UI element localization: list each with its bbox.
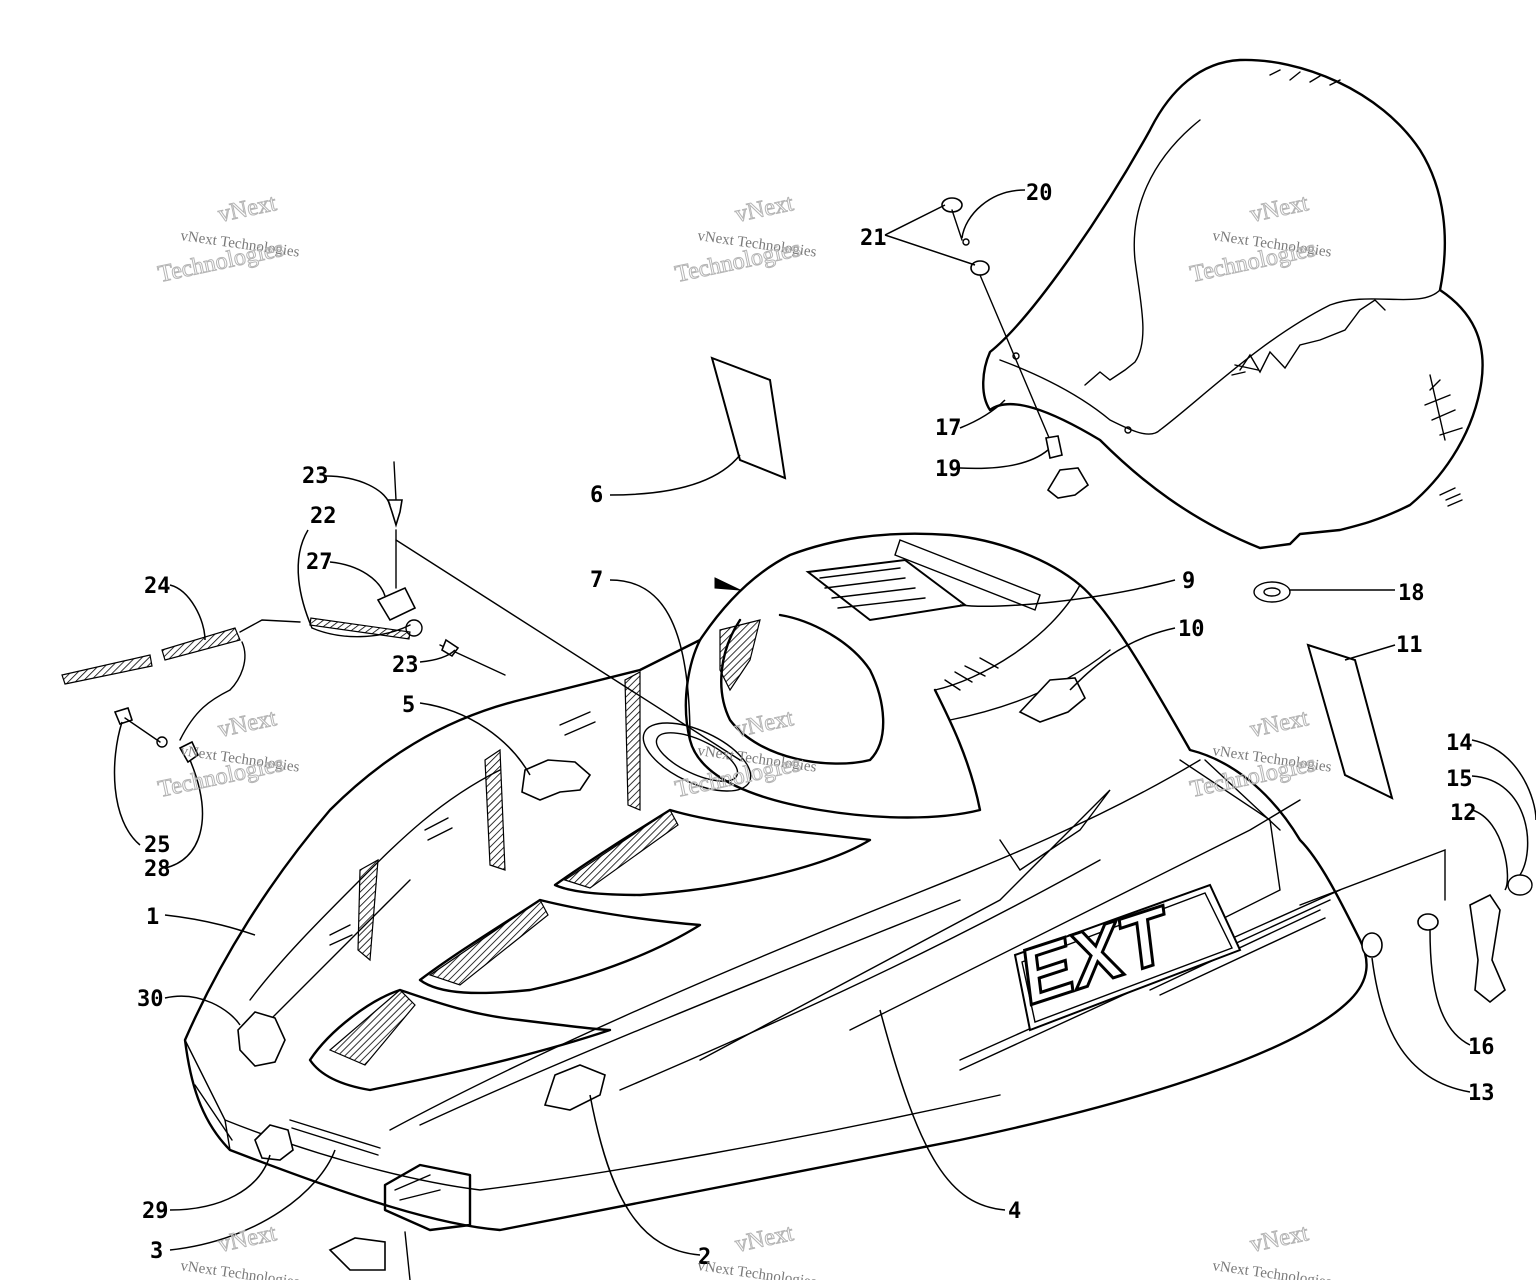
svg-text:vNext: vNext xyxy=(733,190,796,228)
callout-28: 28 xyxy=(144,857,171,882)
callout-6: 6 xyxy=(590,483,603,508)
callout-9: 9 xyxy=(1182,569,1195,594)
pad-5 xyxy=(521,759,592,801)
svg-text:vNext: vNext xyxy=(216,1220,279,1258)
decal-sheet-6 xyxy=(710,356,787,480)
callout-21: 21 xyxy=(860,226,887,251)
pad-29 xyxy=(254,1124,294,1161)
svg-text:vNext: vNext xyxy=(733,1220,796,1258)
hood-hardware xyxy=(61,461,741,764)
callout-5: 5 xyxy=(402,693,415,718)
callout-15: 15 xyxy=(1446,767,1473,792)
pad-30 xyxy=(237,1011,286,1067)
callout-20: 20 xyxy=(1026,181,1053,206)
watermark: vNext vNext Technologies Technologies xyxy=(155,190,300,289)
svg-text:vNext Technologies: vNext Technologies xyxy=(696,1258,817,1280)
callout-17: 17 xyxy=(935,416,962,441)
hood: EXT xyxy=(183,532,1368,1232)
callout-23-bottom: 23 xyxy=(392,653,419,678)
windshield-hardware xyxy=(941,197,1291,603)
callout-30: 30 xyxy=(137,987,164,1012)
callout-12: 12 xyxy=(1450,801,1477,826)
windshield xyxy=(982,58,1484,550)
pad-19 xyxy=(1046,467,1090,499)
svg-text:vNext: vNext xyxy=(1248,705,1311,743)
callout-7: 7 xyxy=(590,568,603,593)
callout-3: 3 xyxy=(150,1239,163,1264)
watermark: vNext vNext Technologies xyxy=(696,1220,817,1280)
callout-1: 1 xyxy=(146,905,159,930)
leader-lines xyxy=(113,189,1536,1256)
callout-13: 13 xyxy=(1468,1081,1495,1106)
callout-11: 11 xyxy=(1396,633,1423,658)
svg-text:vNext: vNext xyxy=(216,705,279,743)
watermark: vNext vNext Technologies Technologies xyxy=(1187,190,1332,289)
watermarks: vNext vNext Technologies Technologies vN… xyxy=(155,190,1332,1280)
callout-2: 2 xyxy=(698,1245,711,1270)
callout-18: 18 xyxy=(1398,581,1425,606)
svg-text:vNext: vNext xyxy=(1248,1220,1311,1258)
svg-text:vNext: vNext xyxy=(1248,190,1311,228)
callout-16: 16 xyxy=(1468,1035,1495,1060)
callout-25: 25 xyxy=(144,833,171,858)
callout-4: 4 xyxy=(1008,1199,1021,1224)
watermark: vNext vNext Technologies xyxy=(179,1220,300,1280)
pad-2 xyxy=(543,1064,606,1111)
right-hardware xyxy=(1299,848,1533,1004)
svg-text:vNext: vNext xyxy=(216,190,279,228)
svg-text:vNext: vNext xyxy=(733,705,796,743)
callout-23-top: 23 xyxy=(302,464,329,489)
pad-10 xyxy=(1018,677,1087,723)
watermark: vNext vNext Technologies Technologies xyxy=(155,705,300,804)
callout-10: 10 xyxy=(1178,617,1205,642)
watermark: vNext vNext Technologies xyxy=(1211,1220,1332,1280)
svg-text:vNext Technologies: vNext Technologies xyxy=(1211,1258,1332,1280)
svg-text:vNext Technologies: vNext Technologies xyxy=(179,1258,300,1280)
callout-labels: 1 30 29 3 2 4 5 6 7 9 10 11 18 17 19 20 … xyxy=(137,181,1495,1270)
callout-24: 24 xyxy=(144,574,171,599)
lower-bracket xyxy=(328,1231,411,1280)
callout-14: 14 xyxy=(1446,731,1473,756)
callout-27: 27 xyxy=(306,550,333,575)
callout-22: 22 xyxy=(310,504,337,529)
watermark: vNext vNext Technologies Technologies xyxy=(672,190,817,289)
watermark: vNext vNext Technologies Technologies xyxy=(1187,705,1332,804)
callout-29: 29 xyxy=(142,1199,169,1224)
callout-19: 19 xyxy=(935,457,962,482)
decal-sheet-11 xyxy=(1306,643,1394,800)
